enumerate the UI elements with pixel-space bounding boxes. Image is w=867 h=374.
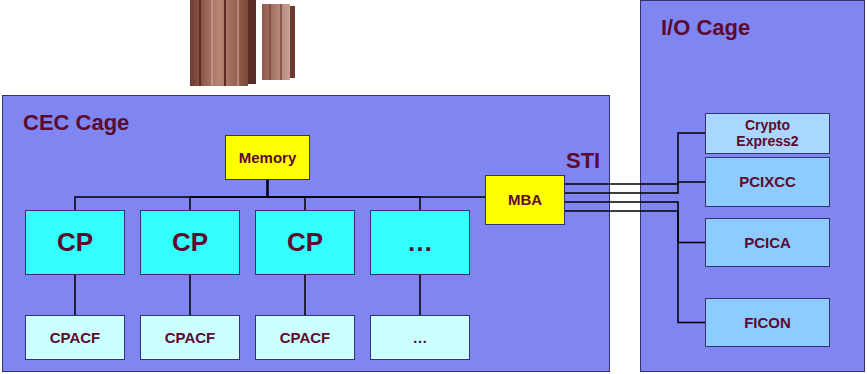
coprocessor-box: CPACF xyxy=(140,315,240,360)
coprocessor-box: CPACF xyxy=(25,315,125,360)
card-box: Crypto Express2 xyxy=(705,113,830,154)
coprocessor-box: CPACF xyxy=(255,315,355,360)
cabinet-side xyxy=(290,6,295,78)
box-label: Memory xyxy=(239,149,297,166)
cabinet-front xyxy=(262,4,290,80)
cage-panel: CEC CageMemoryMBA CP CP CP … CPACF CPACF CPACF … xyxy=(2,95,610,372)
box-label: CP xyxy=(287,228,323,258)
box-label: CPACF xyxy=(165,329,216,346)
processor-box: CP xyxy=(25,210,125,275)
coprocessor-box: … xyxy=(370,315,470,360)
processor-box: CP xyxy=(140,210,240,275)
mainframe-cabinets xyxy=(190,0,295,86)
cage-title: I/O Cage xyxy=(661,15,750,40)
box-label: PCIXCC xyxy=(739,173,796,190)
bus-name: STI xyxy=(566,148,600,173)
cabinet-groove xyxy=(280,4,282,80)
card-box: PCIXCC xyxy=(705,157,830,207)
cabinet-groove xyxy=(238,0,239,86)
box-label: FICON xyxy=(744,314,791,331)
box-label: … xyxy=(413,329,428,346)
cabinet-groove xyxy=(224,0,226,86)
box-label: CP xyxy=(172,228,208,258)
cage-title: CEC Cage xyxy=(23,110,129,135)
cabinet-groove xyxy=(199,0,201,86)
box-label: CPACF xyxy=(280,329,331,346)
adapter-box: MBA xyxy=(485,175,565,225)
memory-box: Memory xyxy=(225,135,310,180)
cabinet-groove xyxy=(269,4,271,80)
card-box: PCICA xyxy=(705,218,830,267)
box-label: CPACF xyxy=(50,329,101,346)
box-label: CP xyxy=(57,228,93,258)
cabinet-groove xyxy=(212,0,213,86)
card-box: FICON xyxy=(705,298,830,347)
cage-panel: I/O CageCrypto Express2PCIXCC PCICA FICON xyxy=(640,0,865,372)
cabinet-side xyxy=(248,0,256,84)
box-label: PCICA xyxy=(744,234,791,251)
box-label: MBA xyxy=(508,191,542,208)
box-label: … xyxy=(407,228,433,258)
cabinet-front xyxy=(190,0,248,86)
processor-box: CP xyxy=(255,210,355,275)
box-label: Crypto Express2 xyxy=(723,117,813,149)
processor-box: … xyxy=(370,210,470,275)
